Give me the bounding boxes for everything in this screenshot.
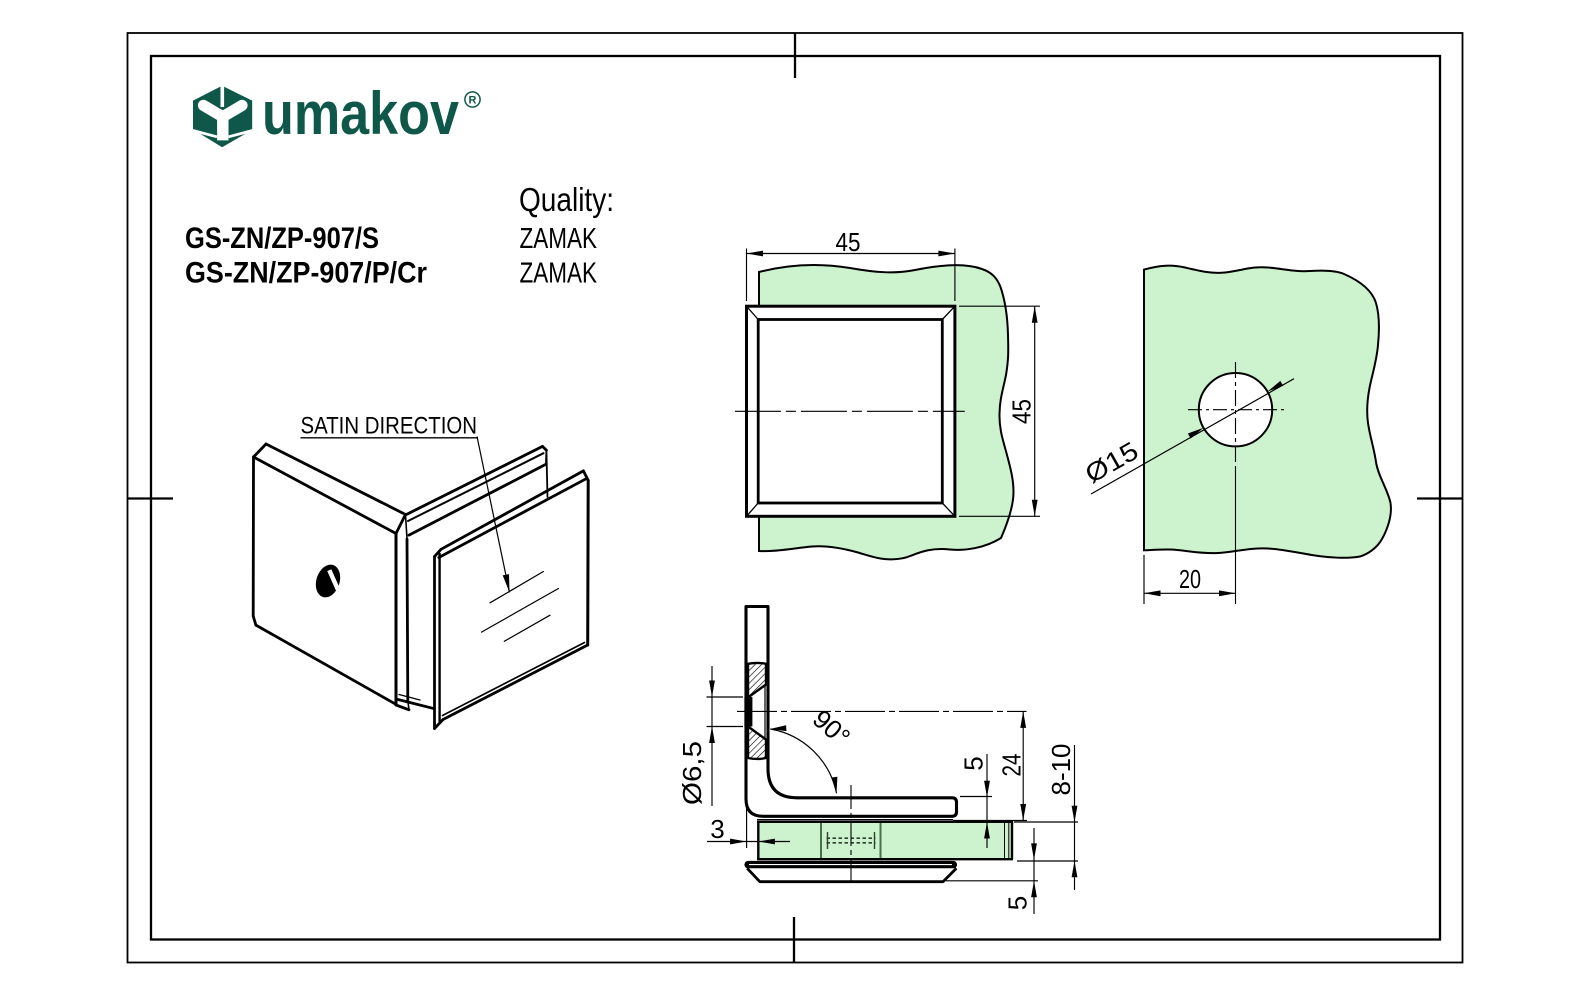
svg-text:45: 45	[1007, 399, 1037, 424]
svg-text:umakov: umakov	[262, 80, 460, 147]
svg-text:Quality:: Quality:	[519, 181, 614, 218]
svg-text:Ø6,5: Ø6,5	[677, 741, 707, 805]
svg-text:ZAMAK: ZAMAK	[520, 223, 598, 255]
svg-text:5: 5	[1003, 896, 1033, 910]
svg-text:ZAMAK: ZAMAK	[520, 258, 598, 290]
svg-text:GS-ZN/ZP-907/P/Cr: GS-ZN/ZP-907/P/Cr	[185, 257, 427, 290]
svg-text:SATIN DIRECTION: SATIN DIRECTION	[301, 413, 478, 440]
svg-text:20: 20	[1179, 564, 1201, 594]
svg-text:R: R	[469, 95, 477, 107]
svg-text:8-10: 8-10	[1046, 744, 1076, 796]
svg-text:45: 45	[836, 227, 861, 257]
svg-text:GS-ZN/ZP-907/S: GS-ZN/ZP-907/S	[185, 222, 379, 255]
svg-text:24: 24	[997, 754, 1027, 777]
svg-text:3: 3	[710, 814, 724, 844]
svg-text:5: 5	[959, 756, 989, 770]
